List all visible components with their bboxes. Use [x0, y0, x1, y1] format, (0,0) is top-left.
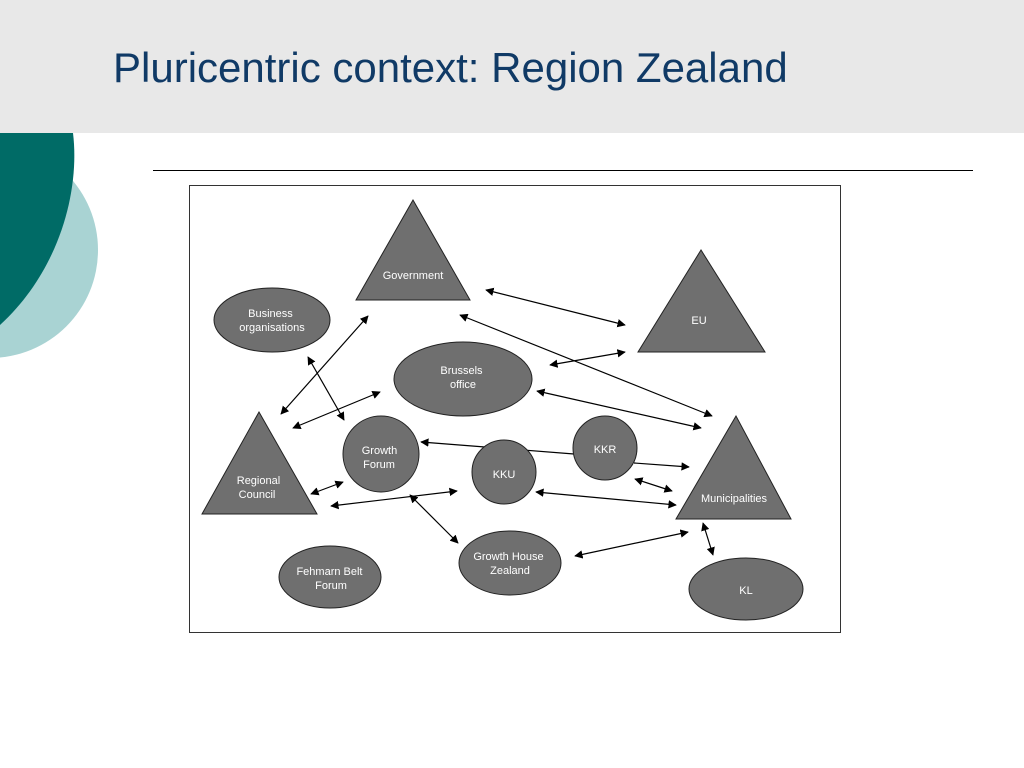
arrow-brussels-municipalities — [536, 388, 702, 431]
fehmarn-ellipse — [278, 545, 382, 609]
node-fehmarn-belt-forum: Fehmarn Belt Forum — [278, 545, 382, 609]
node-eu: EU — [637, 249, 766, 353]
kl-label: KL — [739, 585, 752, 597]
kkr-circle — [572, 415, 638, 481]
arrow-regional-kku — [330, 487, 458, 510]
arrow-municipalities-kl — [701, 522, 715, 556]
regional-council-triangle — [201, 410, 318, 515]
growth-forum-label: Growth Forum — [362, 445, 401, 471]
node-government: Government — [355, 198, 471, 301]
government-triangle — [355, 198, 471, 301]
fehmarn-label: Fehmarn Belt Forum — [296, 566, 365, 592]
arrow-government-eu — [485, 287, 626, 328]
node-kl: KL — [688, 557, 804, 621]
arrow-kkr-municipalities — [633, 462, 690, 471]
regional-council-label: Regional Council — [237, 475, 283, 501]
growth-house-ellipse — [458, 530, 562, 596]
arrow-brussels-eu — [549, 349, 626, 368]
node-business-organisations: Business organisations — [213, 287, 331, 353]
node-kkr: KKR — [572, 415, 638, 481]
growth-forum-circle — [342, 415, 420, 493]
business-label: Business organisations — [239, 308, 305, 334]
arrow-brussels-regional — [292, 391, 381, 429]
connections — [280, 287, 715, 559]
arrow-business-growthforum — [307, 356, 345, 421]
eu-triangle — [637, 249, 766, 353]
municipalities-label: Municipalities — [701, 493, 768, 505]
kl-ellipse — [688, 557, 804, 621]
brussels-label: Brussels office — [440, 365, 485, 391]
arrow-regional-growthforum — [310, 480, 344, 496]
kkr-label: KKR — [594, 444, 617, 456]
slide-title: Pluricentric context: Region Zealand — [113, 44, 788, 91]
node-regional-council: Regional Council — [201, 410, 318, 515]
node-growth-forum: Growth Forum — [342, 415, 420, 493]
arrow-kku-municipalities — [535, 488, 677, 509]
brussels-ellipse — [393, 341, 533, 417]
business-ellipse — [213, 287, 331, 353]
arrow-growthforum-growthhouse — [409, 494, 459, 544]
growth-house-label: Growth House Zealand — [473, 551, 546, 577]
node-kku: KKU — [471, 439, 537, 505]
municipalities-triangle — [675, 414, 792, 520]
kku-label: KKU — [493, 469, 516, 481]
arrow-kkr-municipalities-lower — [634, 477, 673, 493]
node-brussels-office: Brussels office — [393, 341, 533, 417]
eu-label: EU — [691, 315, 706, 327]
node-municipalities: Municipalities — [675, 414, 792, 520]
title-divider — [153, 170, 973, 171]
header-band — [0, 0, 1024, 133]
kku-circle — [471, 439, 537, 505]
node-growth-house-zealand: Growth House Zealand — [458, 530, 562, 596]
government-label: Government — [383, 270, 444, 282]
arrow-growthhouse-municipalities — [574, 529, 689, 559]
